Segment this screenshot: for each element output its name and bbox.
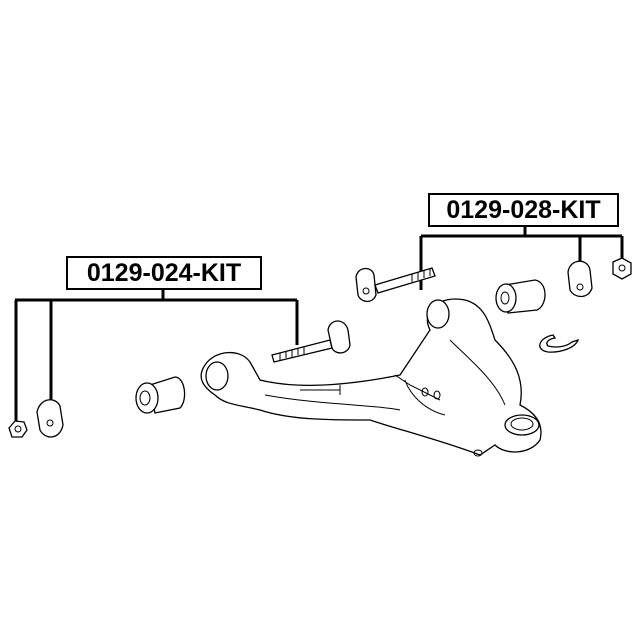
kit-label-0129-028: 0129-028-KIT [428, 193, 619, 227]
kit-1-leader-lines [14, 288, 299, 428]
cam-washer-kit-2 [567, 260, 593, 298]
kit-2-leader-lines [419, 225, 624, 290]
kit-label-0129-024: 0129-024-KIT [66, 256, 262, 290]
nut-kit-2 [612, 257, 632, 280]
cam-washer-kit-1 [36, 399, 64, 438]
bushing-kit-2 [495, 279, 546, 314]
cam-bolt-kit-2 [355, 267, 436, 303]
cam-bolt-kit-1 [271, 320, 351, 363]
bushing-kit-1 [135, 376, 186, 414]
retaining-clip [539, 334, 580, 353]
nut-kit-1 [8, 420, 28, 438]
lower-control-arm [200, 298, 542, 457]
